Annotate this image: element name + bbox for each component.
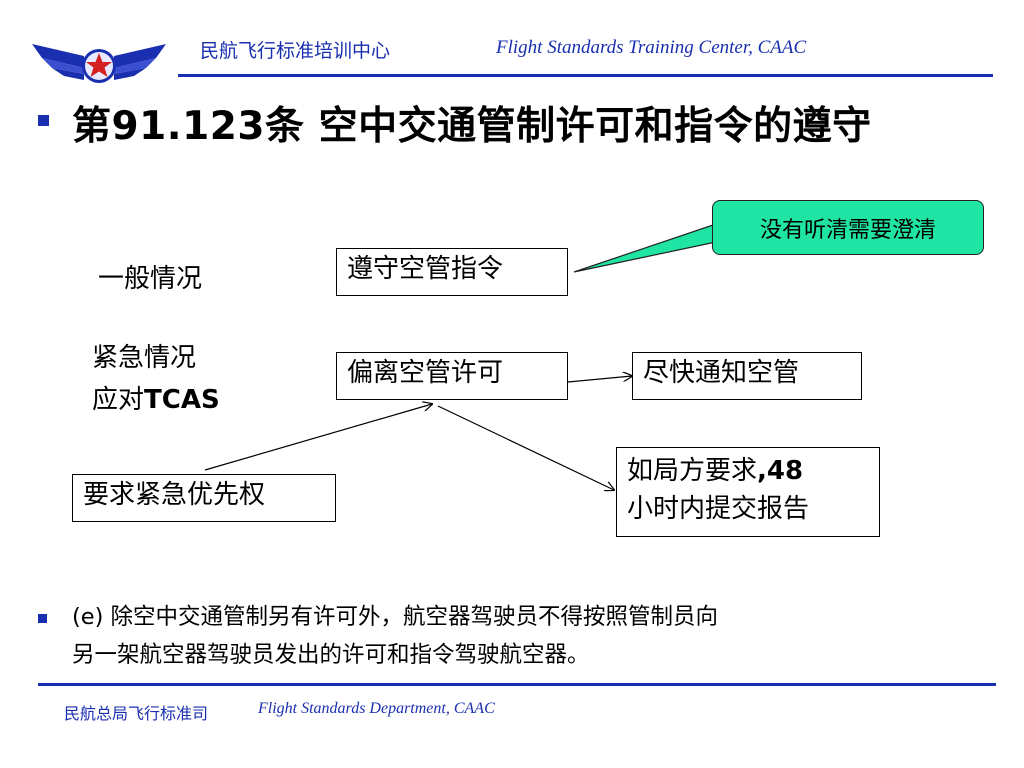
rule-e-line1: (e) 除空中交通管制另有许可外，航空器驾驶员不得按照管制员向 (72, 598, 718, 636)
report-box-line1: 如局方要求,48 (627, 452, 869, 490)
general-situation-label: 一般情况 (98, 264, 203, 294)
comply-atc-instruction-box: 遵守空管指令 (336, 248, 568, 296)
arrow-deviate-to-notify (567, 376, 632, 383)
report-line1-prefix: 如局方要求 (627, 456, 758, 486)
rule-e-line1-text: 除空中交通管制另有许可外，航空器驾驶员不得按照管制员向 (103, 604, 719, 630)
notify-atc-box: 尽快通知空管 (632, 352, 862, 400)
header-divider (178, 74, 993, 77)
rule-e-prefix: (e) (72, 604, 104, 630)
arrow-priority-to-deviate (204, 404, 432, 471)
tcas-label: TCAS (144, 385, 220, 415)
deviate-atc-clearance-box: 偏离空管许可 (336, 352, 568, 400)
rule-e-text: (e) 除空中交通管制另有许可外，航空器驾驶员不得按照管制员向 另一架航空器驾驶… (72, 598, 718, 674)
caac-wings-logo-icon (32, 44, 166, 83)
title-bullet-icon (38, 115, 49, 126)
request-priority-box: 要求紧急优先权 (72, 474, 336, 522)
emergency-label-prefix: 应对 (92, 385, 145, 415)
footer-dept-en: Flight Standards Department, CAAC (258, 700, 495, 717)
emergency-label-line1: 紧急情况 (92, 343, 197, 373)
report-box-line2: 小时内提交报告 (627, 494, 810, 524)
callout-pointer (573, 223, 717, 273)
body-bullet-icon (38, 614, 47, 623)
arrow-deviate-to-report (437, 405, 614, 490)
footer-dept-cn: 民航总局飞行标准司 (64, 704, 209, 723)
rule-e-line2: 另一架航空器驾驶员发出的许可和指令驾驶航空器。 (72, 642, 590, 668)
slide-title: 第91.123条 空中交通管制许可和指令的遵守 (72, 104, 872, 149)
header-org-cn: 民航飞行标准培训中心 (200, 40, 391, 62)
report-box: 如局方要求,48 小时内提交报告 (616, 447, 880, 537)
report-hours: ,48 (757, 456, 804, 486)
clarify-callout: 没有听清需要澄清 (712, 200, 984, 255)
footer-divider (38, 683, 996, 686)
header-org-en: Flight Standards Training Center, CAAC (496, 37, 807, 58)
emergency-label-line2: 应对TCAS (92, 379, 220, 416)
